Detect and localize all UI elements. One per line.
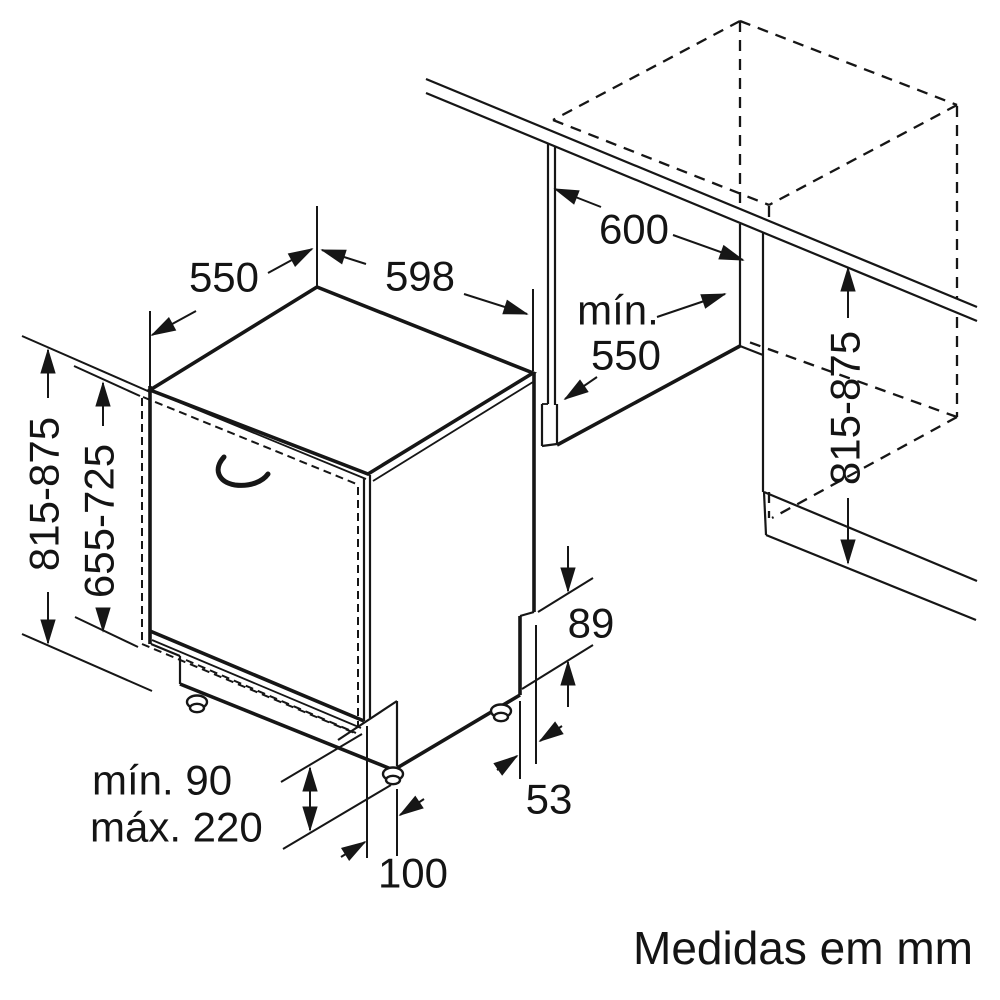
dim-label-top-width: 598 (385, 253, 455, 300)
rear-right-foot (489, 703, 513, 723)
dim-door-panel-height: 655-725 (73, 365, 141, 648)
appliance-top-face (145, 284, 538, 476)
niche-ghost-box (552, 19, 959, 520)
door-handle-curve (215, 454, 271, 488)
dim-foot-setback: 100 (340, 726, 448, 897)
dim-label-niche-depth-value: 550 (591, 332, 661, 379)
dim-label-foot-setback: 100 (378, 850, 448, 897)
dim-label-niche-height-right: 815-875 (822, 331, 869, 485)
dim-total-height-left: 815-875 (21, 335, 153, 692)
units-caption: Medidas em mm (633, 922, 973, 974)
dim-label-plinth-min: mín. 90 (92, 757, 232, 804)
dim-label-total-height-left: 815-875 (21, 417, 68, 571)
front-left-foot (185, 694, 209, 714)
dim-label-recess-depth: 53 (526, 776, 573, 823)
front-right-foot (381, 766, 405, 786)
worktop-lines (425, 77, 978, 323)
dim-label-niche-width: 600 (599, 206, 669, 253)
dim-recess-depth: 53 (493, 625, 573, 823)
dim-label-top-depth: 550 (189, 254, 259, 301)
dim-niche-depth: mín. 550 (563, 287, 727, 400)
dim-recess-height: 89 (521, 546, 615, 707)
dim-niche-height-right: 815-875 (822, 266, 869, 565)
dim-top-width: 598 (320, 249, 534, 371)
dim-label-door-panel-height: 655-725 (76, 444, 123, 598)
appliance-outline (141, 284, 538, 786)
niche-floor-edge (556, 344, 741, 447)
dim-plinth-height: mín. 90 máx. 220 (90, 733, 392, 851)
dim-top-depth: 550 (149, 206, 318, 386)
dim-label-recess-height: 89 (568, 600, 615, 647)
dim-label-plinth-max: máx. 220 (90, 804, 263, 851)
dim-label-niche-depth-prefix: mín. (577, 287, 659, 334)
dim-niche-width: 600 (553, 188, 745, 261)
